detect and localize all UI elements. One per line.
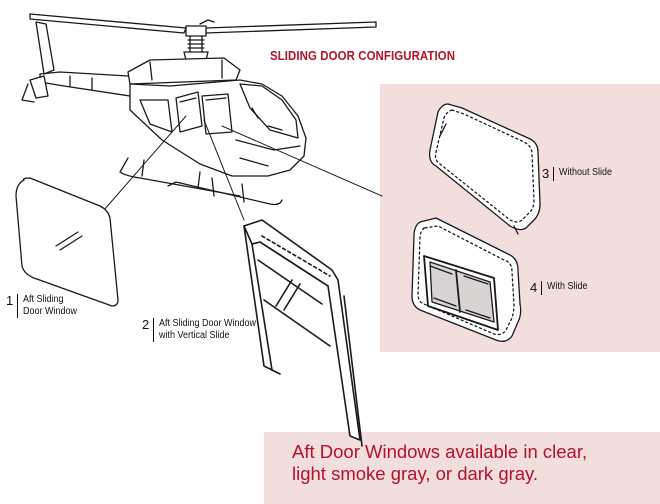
callout-label: With Slide xyxy=(547,281,588,292)
callout-4: 4 With Slide xyxy=(530,281,592,295)
callout-number: 2 xyxy=(142,317,150,332)
availability-note: Aft Door Windows available in clear, lig… xyxy=(292,441,587,485)
callout-label: Aft Sliding Door Window xyxy=(23,294,77,318)
window-3-illustration xyxy=(428,103,541,235)
callout-divider xyxy=(17,294,19,318)
window-2-illustration xyxy=(243,219,363,447)
note-panel xyxy=(264,432,660,504)
callout-label: Without Slide xyxy=(559,167,613,178)
callout-label-line: Aft Sliding Door Window xyxy=(159,318,257,329)
callout-number: 1 xyxy=(6,293,14,308)
window-4-illustration xyxy=(411,217,522,342)
callout-number: 3 xyxy=(542,166,550,181)
callout-divider xyxy=(541,281,543,295)
availability-note-line: Aft Door Windows available in clear, xyxy=(292,441,588,462)
callout-label-line: Aft Sliding xyxy=(23,294,64,305)
callout-number: 4 xyxy=(530,280,538,295)
diagram-title: SLIDING DOOR CONFIGURATION xyxy=(270,48,456,63)
callout-divider xyxy=(153,318,155,342)
leader-lines xyxy=(103,115,383,221)
callout-divider xyxy=(553,167,555,181)
availability-note-line: light smoke gray, or dark gray. xyxy=(292,463,539,484)
helicopter-illustration xyxy=(21,13,377,206)
callout-label-line: with Vertical Slide xyxy=(159,330,230,341)
callout-label: Aft Sliding Door Window with Vertical Sl… xyxy=(159,318,256,342)
callout-label-line: Door Window xyxy=(23,306,78,317)
callout-1: 1 Aft Sliding Door Window xyxy=(6,294,83,318)
callout-2: 2 Aft Sliding Door Window with Vertical … xyxy=(142,318,267,342)
callout-3: 3 Without Slide xyxy=(542,167,618,181)
window-1-illustration xyxy=(15,177,119,307)
